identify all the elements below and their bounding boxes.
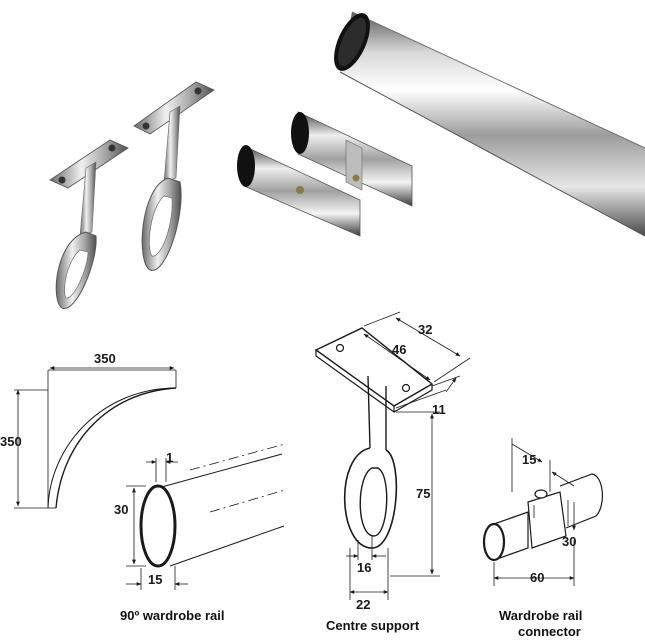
centre-support-drawing: 32 46 11 75 16 22 Centre support: [314, 311, 471, 633]
loop-inner-label: 16: [357, 560, 371, 575]
connector-caption-line1: Wardrobe rail: [499, 608, 582, 623]
connector-height-label: 30: [562, 534, 576, 549]
connector-drawing: 15 30 60 Wardrobe rail connector: [482, 438, 603, 639]
profile-height-label: 30: [114, 502, 128, 517]
plate-thickness-label: 11: [432, 402, 446, 417]
oval-rail-photo: [334, 11, 645, 237]
screw-offset-label: 15: [522, 452, 536, 467]
profile-width-label: 15: [148, 572, 162, 587]
bracket-photo-right: [133, 81, 215, 271]
connector-photo: [237, 111, 413, 237]
support-height-label: 75: [416, 486, 430, 501]
connector-length-label: 60: [530, 570, 544, 585]
wall-thickness-label: 1: [166, 450, 173, 465]
bend-height-label: 350: [0, 434, 22, 449]
wardrobe-rail-drawing: 350 350 1 30 15 90º wardrobe rail: [0, 351, 286, 623]
plate-length-label: 46: [392, 342, 406, 357]
bend-width-label: 350: [94, 351, 116, 366]
support-caption: Centre support: [326, 618, 420, 633]
connector-caption-line2: connector: [518, 624, 581, 639]
plate-width-label: 32: [418, 322, 432, 337]
loop-outer-label: 22: [356, 597, 370, 612]
rail-caption: 90º wardrobe rail: [120, 608, 224, 623]
bracket-photo-left: [49, 139, 129, 309]
